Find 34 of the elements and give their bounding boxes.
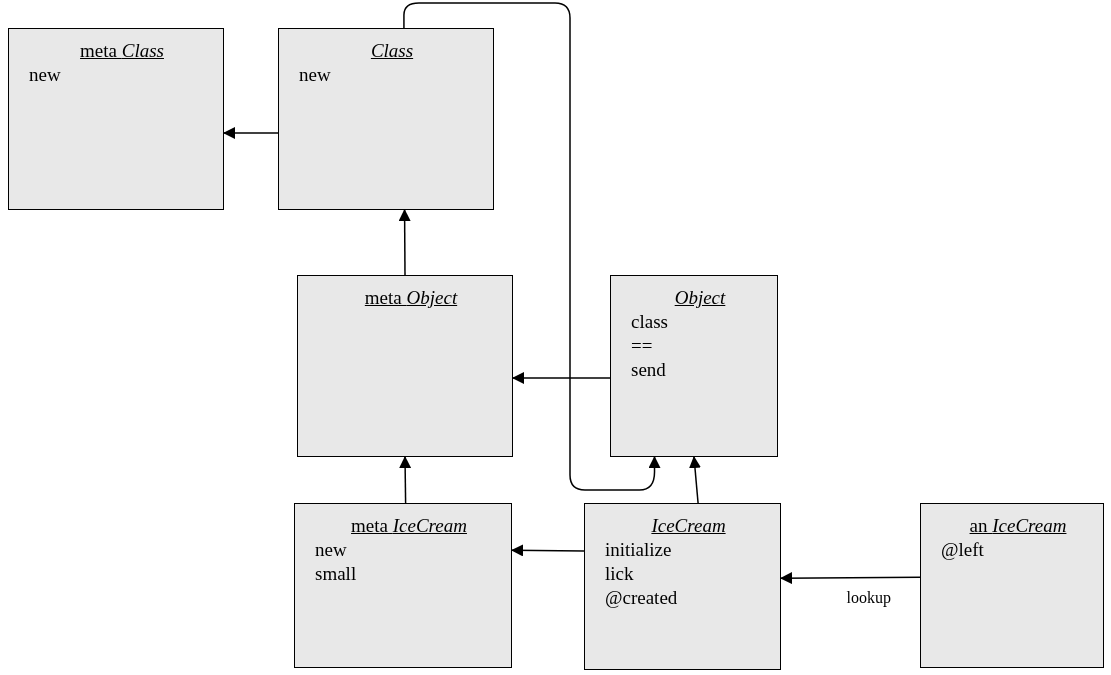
member-name: new	[299, 63, 331, 87]
member-name: lick	[605, 562, 634, 586]
edge-label: lookup	[844, 589, 893, 608]
class-box	[920, 503, 1104, 668]
class-box	[610, 275, 778, 457]
member-name: @created	[605, 586, 678, 610]
class-box	[584, 503, 781, 670]
class-name: meta Class	[80, 39, 164, 63]
class-box	[8, 28, 224, 210]
member-name: initialize	[605, 538, 672, 562]
curved-arrow	[403, 2, 661, 491]
class-name: meta IceCream	[351, 514, 467, 538]
member-name: send	[631, 358, 666, 382]
arrow	[398, 209, 411, 276]
class-box	[297, 275, 513, 457]
class-name: an IceCream	[969, 514, 1067, 538]
member-name: new	[315, 538, 347, 562]
arrow	[399, 456, 412, 504]
class-name: IceCream	[651, 514, 726, 538]
class-box	[278, 28, 494, 210]
arrow	[512, 372, 611, 384]
arrow	[511, 544, 585, 557]
arrow	[689, 456, 701, 504]
member-name: small	[315, 562, 357, 586]
arrow	[223, 127, 279, 139]
member-name: class	[631, 310, 668, 334]
member-name: new	[29, 63, 61, 87]
arrow	[780, 572, 921, 585]
class-name: Class	[370, 39, 414, 63]
member-name: ==	[631, 334, 653, 358]
class-name: meta Object	[364, 286, 458, 310]
member-name: @left	[941, 538, 984, 562]
class-name: Object	[674, 286, 726, 310]
class-box	[294, 503, 512, 668]
